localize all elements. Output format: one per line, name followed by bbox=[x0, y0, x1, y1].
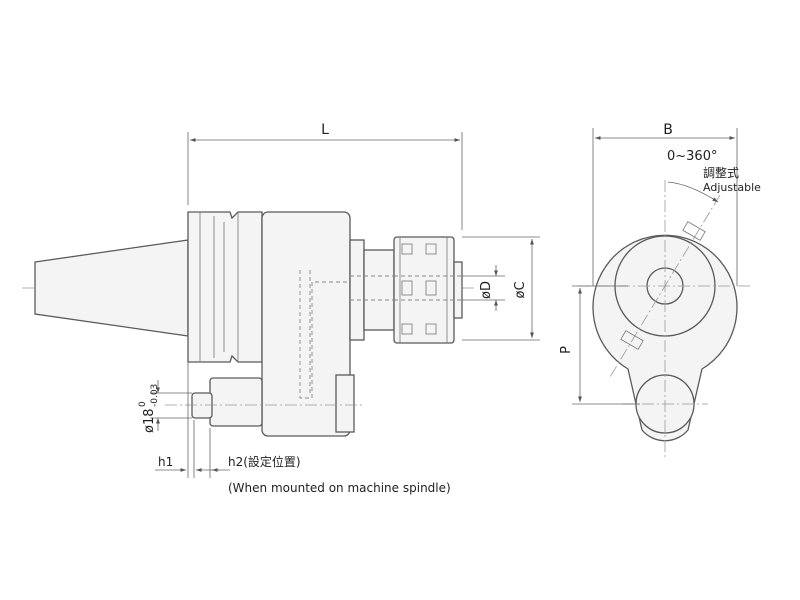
dim-D: øD bbox=[479, 281, 494, 299]
dim-h1: h1 bbox=[158, 455, 173, 469]
front-view: B 0~360° 調整式 Adjustable P bbox=[559, 122, 761, 458]
taper-shank bbox=[34, 239, 189, 337]
neck bbox=[349, 239, 365, 341]
dim-18-lower: -0.03 bbox=[150, 384, 160, 407]
dim-B: B bbox=[663, 122, 673, 138]
dim-18: ø18 bbox=[142, 409, 157, 434]
collet-nut bbox=[393, 236, 455, 344]
mounted-note: (When mounted on machine spindle) bbox=[228, 481, 451, 495]
nut-front bbox=[453, 261, 463, 319]
adjust-jp: 調整式 bbox=[703, 165, 739, 180]
dim-18-upper: 0 bbox=[138, 401, 148, 407]
lower-boss-right bbox=[335, 374, 355, 433]
adjust-en: Adjustable bbox=[703, 181, 761, 194]
dim-angle: 0~360° bbox=[667, 149, 717, 164]
dim-L: L bbox=[321, 122, 329, 138]
small-shaft bbox=[191, 392, 213, 419]
dim-C: øC bbox=[513, 281, 528, 298]
flange bbox=[187, 211, 263, 363]
dim-P: P bbox=[559, 346, 574, 354]
side-view: L øD øC ø18 0 -0.03 h1 h2(設定位置) (When mo… bbox=[22, 122, 540, 495]
body-outline bbox=[592, 234, 738, 442]
dim-h2: h2(設定位置) bbox=[228, 454, 301, 469]
lower-boss bbox=[209, 377, 263, 427]
neck-step bbox=[363, 249, 395, 331]
